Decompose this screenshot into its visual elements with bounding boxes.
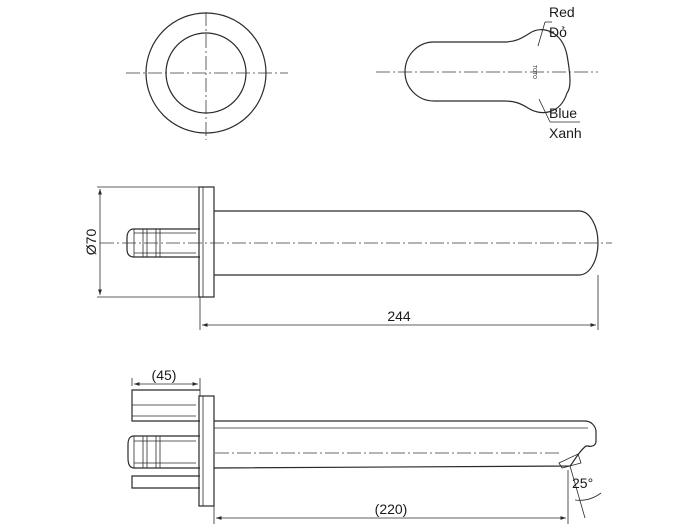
- spout-body-side: [213, 420, 597, 469]
- label-blue: Blue: [549, 105, 577, 121]
- side-wall-flange: [198, 395, 215, 507]
- angle-arc: [574, 492, 602, 501]
- angle-label: 25°: [572, 475, 593, 491]
- spout-side-view: (45) (220) 25°: [127, 367, 602, 524]
- spout-front-outline: [404, 29, 571, 114]
- angle-ray: [569, 465, 586, 519]
- middle-connector: [127, 435, 200, 469]
- label-do: Đỏ: [549, 24, 567, 40]
- label-xanh: Xanh: [549, 125, 582, 141]
- depth-label: (45): [152, 367, 177, 383]
- escutcheon-end-view: [126, 12, 288, 140]
- length-label: 244: [387, 308, 411, 324]
- diameter-label: Ø70: [83, 229, 99, 256]
- projection-label: (220): [375, 501, 408, 517]
- wall-flange: [198, 186, 215, 298]
- brand-mark: TOTO: [531, 65, 537, 79]
- red-indicator-leader: [537, 21, 546, 47]
- lower-rod: [131, 475, 200, 489]
- spout-front-view: TOTO Red Đỏ Blue Xanh: [376, 4, 598, 141]
- blue-indicator-leader: [538, 98, 551, 123]
- connector-body: [126, 228, 200, 258]
- upper-connector: [131, 389, 200, 422]
- spout-top-view: Ø70 244: [83, 186, 612, 330]
- label-red: Red: [549, 4, 575, 20]
- aerator-outlet: [558, 453, 582, 469]
